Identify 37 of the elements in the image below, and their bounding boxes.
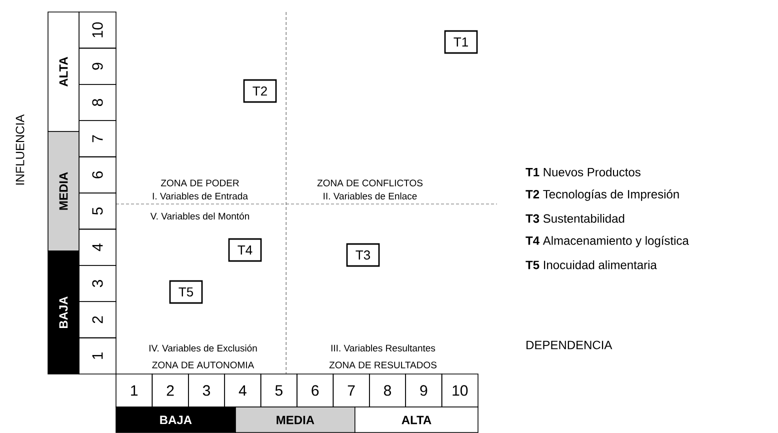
zone-label: V. Variables del Montón (149, 211, 251, 221)
axis-number-cell: 1 (116, 374, 153, 408)
zone-label: I. Variables de Entrada (151, 192, 249, 200)
axis-number-cell: 3 (188, 374, 226, 408)
axis-number-cell: 8 (369, 374, 406, 408)
topic-box: T4 (228, 238, 262, 262)
zone-label: ZONA DE CONFLICTOS (316, 178, 424, 188)
axis-number-cell: 7 (332, 374, 370, 408)
axis-title: DEPENDENCIA (526, 340, 612, 350)
axis-number-cell: 9 (405, 374, 442, 408)
band-cell: ALTA (48, 12, 80, 132)
zone-label: ZONA DE PODER (160, 178, 240, 188)
axis-number-cell: 2 (152, 374, 189, 408)
zone-label: ZONA DE RESULTADOS (328, 360, 438, 370)
axis-number-cell: 6 (296, 374, 334, 408)
axis-title: INFLUENCIA (16, 114, 24, 185)
topic-box: T1 (444, 30, 478, 54)
band-cell: MEDIA (48, 131, 80, 252)
axis-number-cell: 5 (260, 374, 298, 408)
topic-box: T2 (243, 79, 277, 103)
zone-label: III. Variables Resultantes (330, 344, 436, 352)
key-entry: T5 Inocuidad alimentaria (526, 260, 657, 270)
axis-number-cell: 4 (224, 374, 262, 408)
band-cell: BAJA (48, 250, 80, 374)
key-entry: T2 Tecnologías de Impresión (526, 190, 679, 201)
topic-box: T3 (346, 243, 380, 267)
band-cell: MEDIA (235, 406, 356, 433)
zone-label: ZONA DE AUTONOMIA (150, 360, 256, 370)
band-cell: ALTA (354, 406, 478, 433)
axis-number-cell: 10 (441, 374, 478, 408)
key-entry: T1 Nuevos Productos (526, 168, 640, 176)
key-entry: T4 Almacenamiento y logística (526, 236, 689, 248)
zone-label: IV. Variables de Exclusión (148, 343, 258, 353)
key-entry: T3 Sustentabilidad (526, 214, 624, 223)
band-cell: BAJA (116, 406, 236, 433)
zone-label: II. Variables de Enlace (322, 192, 418, 200)
topic-box: T5 (169, 280, 203, 304)
